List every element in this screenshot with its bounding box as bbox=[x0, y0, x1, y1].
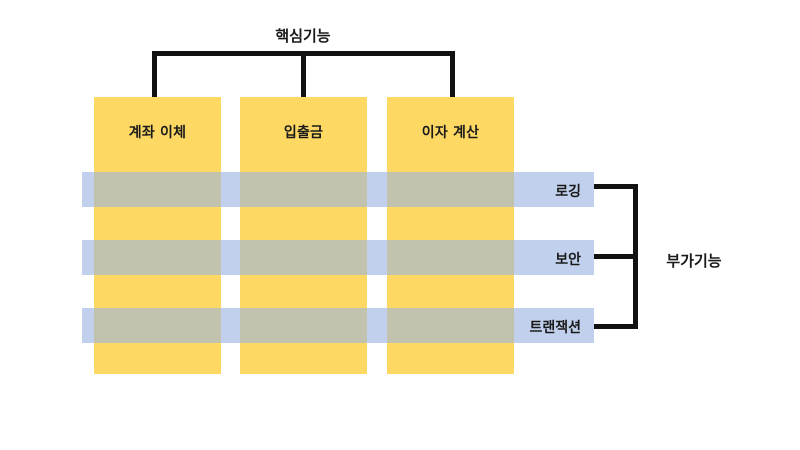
intersection-1-3 bbox=[387, 172, 514, 207]
intersection-2-2 bbox=[240, 240, 367, 275]
top-bracket-drop-3 bbox=[450, 51, 455, 97]
core-feature-label-3: 이자 계산 bbox=[421, 125, 480, 141]
intersection-1-2 bbox=[240, 172, 367, 207]
intersection-2-1 bbox=[94, 240, 221, 275]
intersection-3-1 bbox=[94, 308, 221, 343]
core-feature-label-2: 입출금 bbox=[283, 125, 324, 141]
intersection-3-2 bbox=[240, 308, 367, 343]
cross-cutting-group-label: 부가기능 bbox=[666, 252, 722, 270]
intersection-3-3 bbox=[387, 308, 514, 343]
core-features-group-label: 핵심기능 bbox=[275, 27, 331, 45]
top-bracket-drop-1 bbox=[152, 51, 157, 97]
intersection-1-1 bbox=[94, 172, 221, 207]
intersection-2-3 bbox=[387, 240, 514, 275]
right-bracket-arm-1 bbox=[594, 184, 638, 189]
right-bracket-arm-2 bbox=[594, 254, 638, 259]
concern-label-3: 트랜잭션 bbox=[529, 320, 581, 336]
top-bracket-drop-2 bbox=[301, 51, 306, 97]
right-bracket-arm-3 bbox=[594, 324, 638, 329]
concern-label-1: 로깅 bbox=[555, 184, 581, 200]
concern-label-2: 보안 bbox=[555, 252, 581, 268]
core-feature-label-1: 계좌 이체 bbox=[128, 125, 187, 141]
